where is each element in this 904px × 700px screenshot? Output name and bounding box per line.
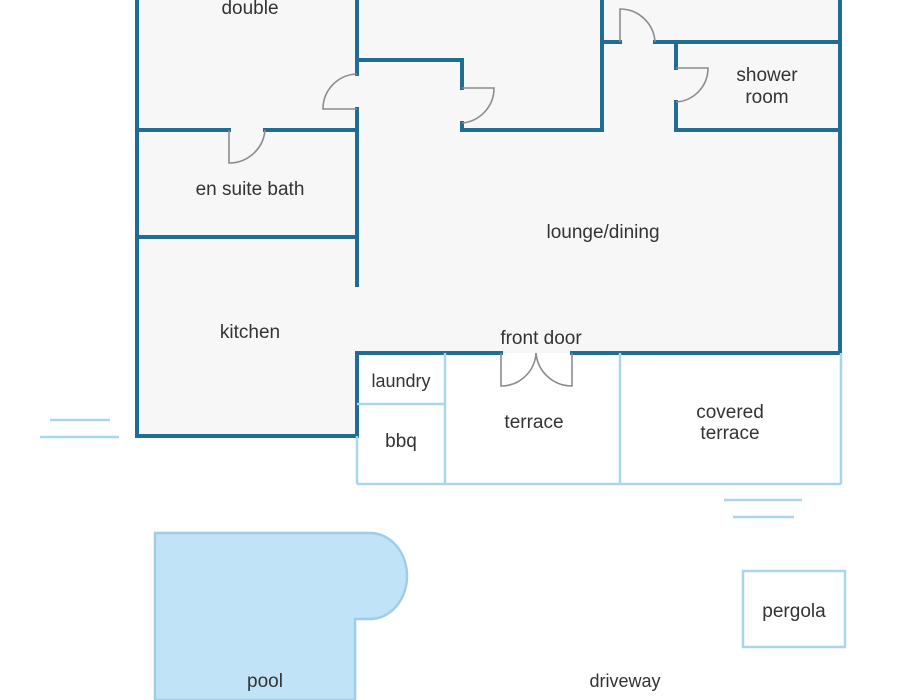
- middle-room-door: [461, 87, 495, 124]
- double-door: [322, 73, 358, 110]
- room-label-covered-terrace-2: terrace: [700, 423, 759, 444]
- room-label-kitchen: kitchen: [220, 322, 280, 343]
- water-marks: [40, 418, 802, 519]
- exterior-walls: [135, 0, 842, 438]
- room-label-shower-1: shower: [736, 65, 798, 86]
- pergola-outline: [741, 569, 847, 649]
- shower-door: [675, 67, 709, 103]
- corridor-door: [619, 8, 656, 43]
- door-swings: [228, 8, 709, 387]
- room-label-double: double: [221, 0, 278, 19]
- room-label-laundry: laundry: [371, 371, 430, 391]
- room-label-en-suite-bath: en suite bath: [196, 179, 305, 200]
- pool-shape: [153, 531, 409, 700]
- room-label-covered-terrace-1: covered: [696, 402, 764, 423]
- room-label-lounge-dining: lounge/dining: [546, 222, 659, 243]
- label-driveway: driveway: [589, 671, 660, 691]
- front-door-swing: [500, 352, 573, 387]
- outdoor-outlines: [355, 353, 847, 649]
- interior-walls: [135, 0, 842, 287]
- label-front-door: front door: [500, 328, 582, 349]
- label-pergola: pergola: [762, 601, 826, 622]
- house-interior-fill: [137, 0, 840, 436]
- label-pool: pool: [247, 671, 283, 692]
- room-label-bbq: bbq: [385, 431, 417, 452]
- room-label-terrace: terrace: [504, 412, 563, 433]
- room-label-shower-2: room: [745, 87, 788, 108]
- ensuite-door: [228, 129, 266, 164]
